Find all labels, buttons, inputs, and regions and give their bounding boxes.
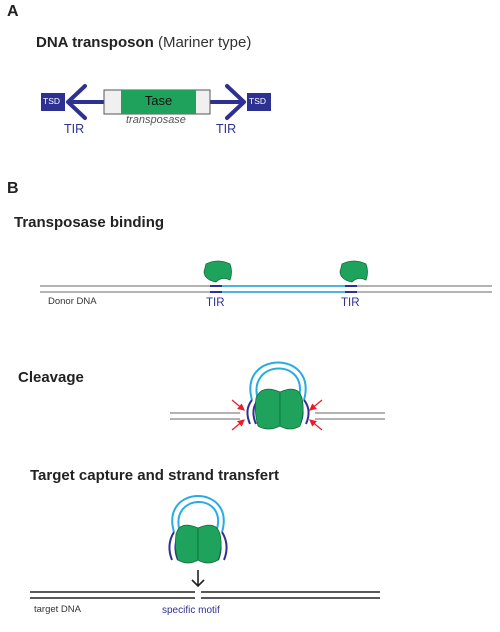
step-target-title: Target capture and strand transfert bbox=[30, 467, 279, 484]
cleavage-complex bbox=[170, 361, 385, 431]
tsd-left-box bbox=[41, 93, 65, 111]
insertion-arrow bbox=[191, 570, 205, 588]
step-cleavage-title: Cleavage bbox=[18, 369, 84, 386]
transposon-element bbox=[41, 84, 271, 120]
transposase-pair-right bbox=[279, 388, 304, 430]
tsd-left-label: TSD bbox=[43, 96, 60, 106]
cleavage-arrow bbox=[231, 399, 245, 411]
tsd-right-label: TSD bbox=[249, 96, 266, 106]
tir-right-arrow bbox=[208, 84, 246, 120]
tir-right-label-b: TIR bbox=[341, 297, 360, 309]
target-complex bbox=[168, 495, 228, 588]
cleavage-arrow bbox=[231, 419, 245, 431]
tir-right-label-a: TIR bbox=[216, 122, 237, 136]
panel-b-letter: B bbox=[7, 180, 19, 197]
donor-dna-label: Donor DNA bbox=[48, 296, 97, 307]
tase-gene-box bbox=[121, 90, 196, 114]
target-transposase-right bbox=[197, 524, 222, 564]
target-dna-label: target DNA bbox=[34, 604, 81, 615]
transposase-left bbox=[203, 260, 232, 283]
target-transposase-left bbox=[174, 524, 199, 564]
transposase-pair-left bbox=[254, 388, 281, 430]
transposase-caption: transposase bbox=[126, 114, 186, 126]
tir-left-label-b: TIR bbox=[206, 297, 225, 309]
transposase-right bbox=[339, 260, 368, 283]
panel-a-title: DNA transposon (Mariner type) bbox=[36, 34, 251, 51]
tir-left-label-a: TIR bbox=[64, 122, 85, 136]
tir-left-arrow bbox=[66, 84, 106, 120]
cleavage-arrow bbox=[309, 399, 323, 411]
tase-gene-label: Tase bbox=[144, 93, 173, 108]
cleavage-arrow bbox=[309, 419, 323, 431]
step-binding-title: Transposase binding bbox=[14, 214, 165, 231]
donor-dna bbox=[40, 285, 492, 293]
tsd-right-box bbox=[247, 93, 271, 111]
target-loop bbox=[171, 495, 225, 533]
specific-motif-label: specific motif bbox=[162, 605, 220, 616]
transposon-title-bold: DNA transposon bbox=[36, 34, 154, 51]
panel-a-letter: A bbox=[7, 3, 19, 20]
target-dna bbox=[30, 591, 380, 599]
cleavage-loop bbox=[249, 361, 307, 401]
transposon-title-normal: (Mariner type) bbox=[157, 34, 252, 51]
